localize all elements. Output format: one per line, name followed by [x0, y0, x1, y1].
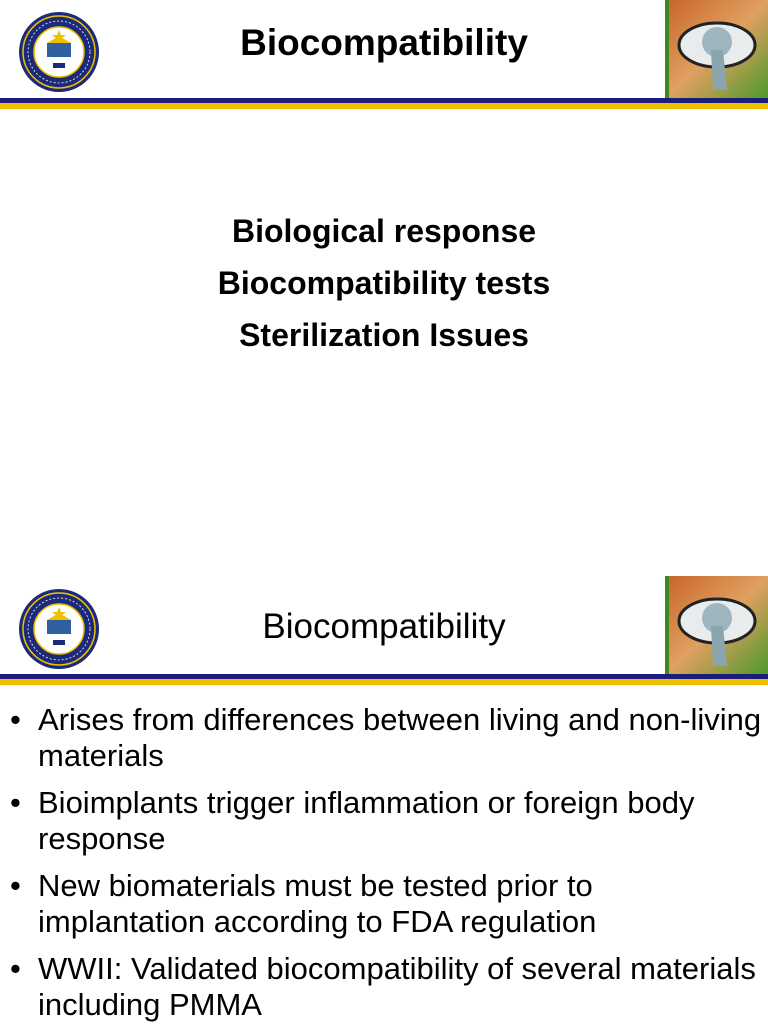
university-seal-icon — [19, 12, 99, 92]
bullet-text: New biomaterials must be tested prior to… — [38, 868, 597, 939]
topic-item: Biological response — [231, 213, 537, 249]
bullet-icon: • — [10, 951, 21, 986]
topic-item: Sterilization Issues — [239, 317, 529, 353]
bullet-icon: • — [10, 702, 21, 737]
bullet-text: WWII: Validated biocompatibility of seve… — [38, 951, 756, 1022]
bullet-item: • New biomaterials must be tested prior … — [8, 868, 764, 940]
slide-title: Biocompatibility — [240, 22, 528, 63]
bullet-text: Bioimplants trigger inflammation or fore… — [38, 785, 695, 856]
slide-1: Biocompatibility Biological response Bio… — [0, 0, 768, 361]
bullet-icon: • — [10, 868, 21, 903]
topic-item: Biocompatibility tests — [217, 265, 551, 301]
university-seal-icon — [19, 589, 99, 669]
bullet-list: • Arises from differences between living… — [8, 702, 764, 1024]
hip-implant-icon — [665, 0, 768, 99]
slide-2: Biocompatibility • Arises from differenc… — [0, 512, 768, 1024]
hip-implant-icon — [665, 576, 768, 675]
slide-title: Biocompatibility — [262, 607, 506, 646]
bullet-icon: • — [10, 785, 21, 820]
title-divider — [0, 98, 768, 109]
bullet-item: • Arises from differences between living… — [8, 702, 764, 774]
title-divider — [0, 674, 768, 685]
topic-list: Biological response Biocompatibility tes… — [0, 205, 768, 361]
bullet-item: • WWII: Validated biocompatibility of se… — [8, 951, 764, 1023]
bullet-item: • Bioimplants trigger inflammation or fo… — [8, 785, 764, 857]
bullet-text: Arises from differences between living a… — [38, 702, 762, 773]
